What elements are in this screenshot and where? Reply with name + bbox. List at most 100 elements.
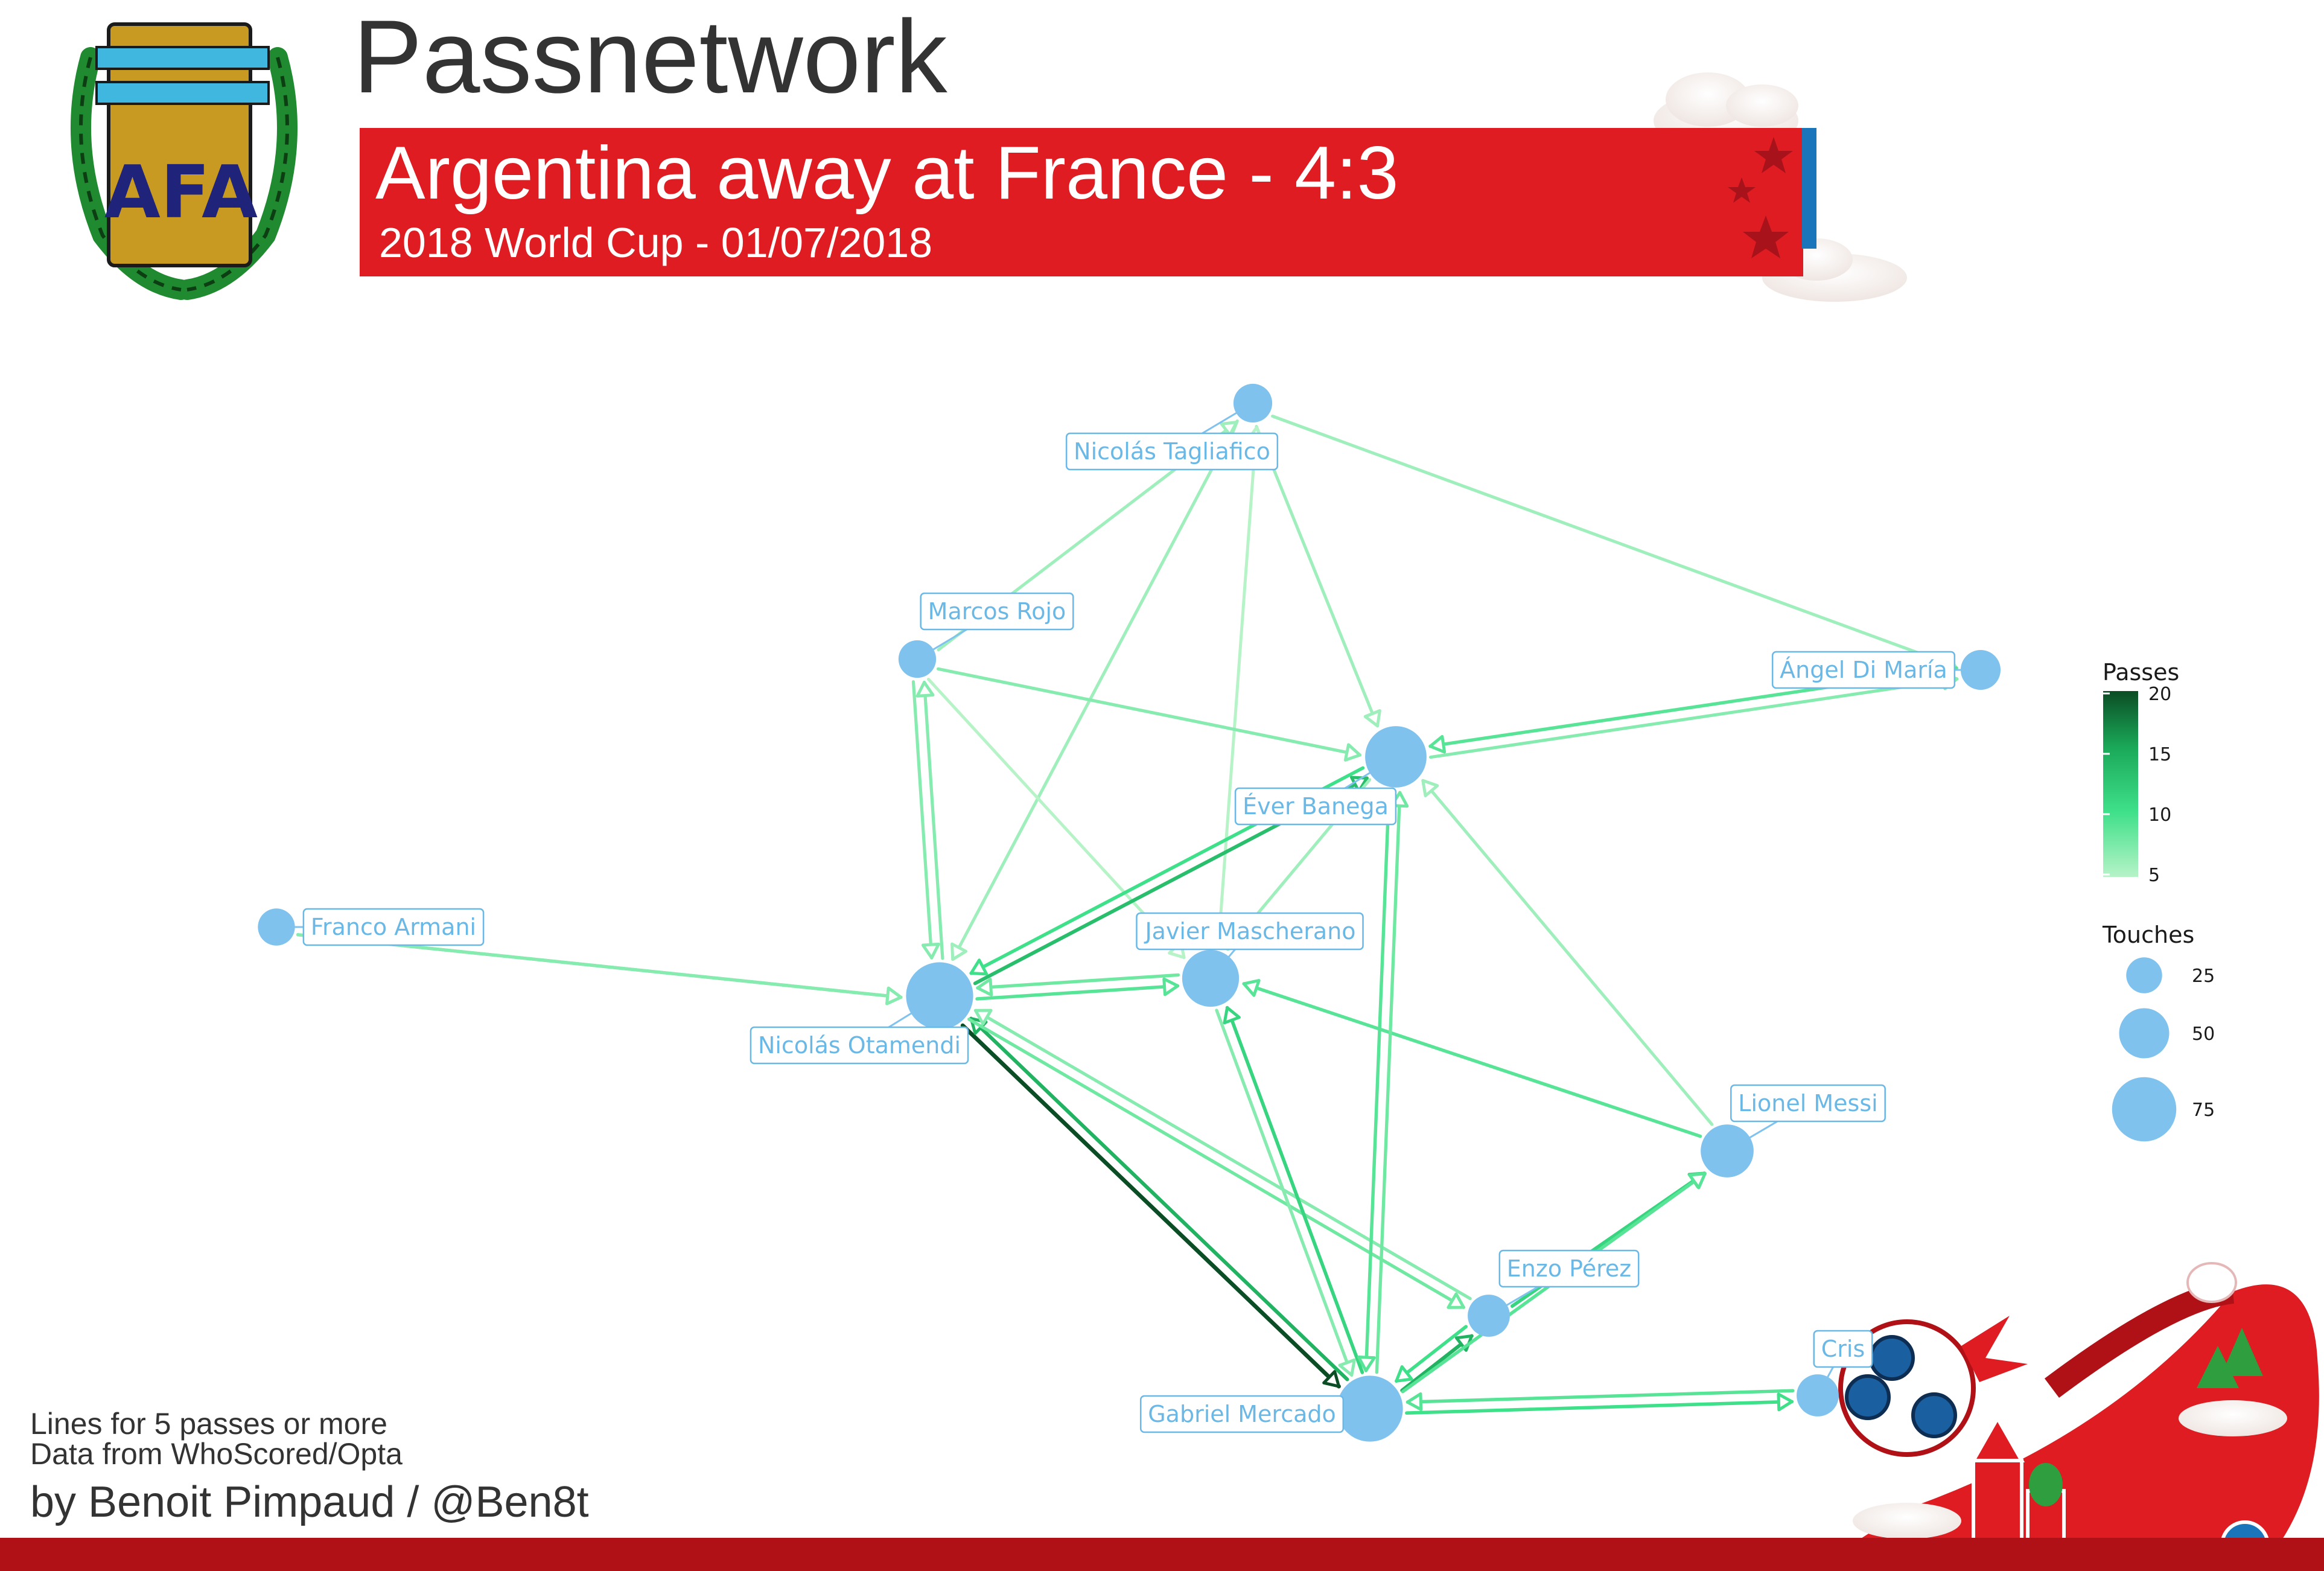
pass-edge-messi-to-banega bbox=[1421, 779, 1714, 1126]
afa-crest-logo: AFA bbox=[71, 22, 298, 300]
pass-edge-cristian-to-mercado bbox=[1406, 1389, 1795, 1411]
player-label-mercado: Gabriel Mercado bbox=[1139, 1395, 1345, 1433]
legend-touches-label: 50 bbox=[2192, 1024, 2215, 1045]
player-node-otamendi bbox=[906, 962, 973, 1030]
legend-touches-title: Touches bbox=[2102, 922, 2194, 948]
player-name-label: Franco Armani bbox=[311, 914, 476, 940]
player-label-box bbox=[1234, 787, 1397, 826]
pass-edge-mercado-to-perez bbox=[1400, 1334, 1474, 1392]
pass-edge-tagliafico-to-banega bbox=[1255, 425, 1381, 728]
player-name-label: Enzo Pérez bbox=[1507, 1255, 1631, 1282]
player-name-label: Ángel Di María bbox=[1780, 657, 1947, 683]
pass-edge-rojo-to-otamendi bbox=[911, 680, 940, 960]
player-name-label: Marcos Rojo bbox=[928, 598, 1066, 625]
pass-edge-otamendi-to-mascherano bbox=[975, 977, 1180, 1001]
player-name-label: Nicolás Tagliafico bbox=[1074, 438, 1270, 465]
pass-arrowhead bbox=[1357, 1356, 1376, 1372]
pass-arrowhead bbox=[915, 680, 935, 698]
pass-arrowhead bbox=[1688, 1172, 1707, 1190]
banner-stars-decoration bbox=[1728, 137, 1793, 258]
player-name-label: Gabriel Mercado bbox=[1148, 1401, 1336, 1427]
player-name-label: Cris bbox=[1821, 1336, 1865, 1362]
pass-edge-tagliafico-to-dimaria bbox=[1271, 415, 1957, 671]
pass-edges bbox=[296, 415, 1959, 1415]
legend-touches: Touches 25 50 75 bbox=[2102, 922, 2215, 1142]
pass-edge-perez-to-otamendi bbox=[973, 1009, 1472, 1301]
world-cup-decoration bbox=[1810, 1262, 2319, 1571]
footnote-threshold: Lines for 5 passes or more bbox=[30, 1407, 387, 1441]
player-label-box bbox=[920, 592, 1074, 631]
pass-edge-mercado-to-cristian bbox=[1405, 1392, 1794, 1415]
player-node-armani bbox=[258, 908, 295, 946]
pass-arrowhead bbox=[1343, 743, 1361, 762]
pass-edge-messi-to-mascherano bbox=[1242, 979, 1702, 1138]
pass-arrowhead bbox=[921, 942, 940, 960]
player-label-dimaria: Ángel Di María bbox=[1771, 651, 1956, 689]
player-node-dimaria bbox=[1960, 649, 2001, 690]
player-label-box bbox=[750, 1026, 969, 1065]
legend-touches-label: 25 bbox=[2192, 966, 2215, 987]
pass-arrowhead bbox=[969, 958, 988, 976]
player-label-cristian: Cris bbox=[1813, 1330, 1873, 1368]
player-label-rojo: Marcos Rojo bbox=[920, 592, 1074, 631]
pass-arrowhead bbox=[1777, 1392, 1794, 1412]
player-label-banega: Éver Banega bbox=[1234, 787, 1397, 826]
player-node-cristian bbox=[1797, 1374, 1839, 1416]
pass-edge-rojo-to-banega bbox=[936, 667, 1362, 762]
player-node-messi bbox=[1701, 1124, 1754, 1177]
player-node-banega bbox=[1365, 726, 1427, 788]
pass-arrowhead bbox=[1223, 1006, 1241, 1025]
player-label-box bbox=[1771, 651, 1956, 689]
pass-arrowhead bbox=[1242, 979, 1261, 997]
banner-blue-stripe bbox=[1802, 128, 1816, 249]
player-label-armani: Franco Armani bbox=[302, 908, 485, 946]
pass-arrowhead bbox=[1363, 709, 1381, 728]
legend-passes-tick-label: 10 bbox=[2148, 805, 2171, 826]
pass-arrowhead bbox=[1322, 1370, 1341, 1388]
pass-edge-perez-to-mercado bbox=[1395, 1325, 1468, 1383]
legend-passes-tick-label: 20 bbox=[2148, 684, 2171, 705]
player-name-label: Éver Banega bbox=[1243, 793, 1389, 820]
player-name-label: Nicolás Otamendi bbox=[758, 1032, 961, 1059]
pass-edge-mascherano-to-tagliafico bbox=[1217, 426, 1265, 949]
footer-bar bbox=[0, 1538, 2324, 1571]
player-node-perez bbox=[1468, 1295, 1510, 1337]
player-nodes bbox=[258, 383, 2001, 1442]
pass-arrowhead bbox=[1338, 1358, 1356, 1377]
player-name-label: Lionel Messi bbox=[1738, 1090, 1877, 1117]
legend-passes-title: Passes bbox=[2103, 659, 2179, 686]
pass-edge-otamendi-to-rojo bbox=[915, 680, 944, 960]
pass-edge-mascherano-to-mercado bbox=[1215, 1009, 1356, 1377]
player-label-box bbox=[1498, 1249, 1640, 1288]
page-title: Passnetwork bbox=[353, 0, 947, 115]
legend-passes-colorbar bbox=[2103, 691, 2138, 877]
player-label-box bbox=[1136, 912, 1364, 951]
player-label-messi: Lionel Messi bbox=[1730, 1084, 1886, 1123]
pass-edge-tagliafico-to-otamendi bbox=[950, 419, 1239, 961]
pass-edge-mercado-to-mascherano bbox=[1223, 1005, 1364, 1374]
author-credit: by Benoit Pimpaud / @Ben8t bbox=[30, 1478, 589, 1526]
legend-touches-circle bbox=[2119, 1008, 2170, 1059]
crest-text: AFA bbox=[104, 151, 258, 235]
player-label-box bbox=[1730, 1084, 1886, 1123]
pass-arrowhead bbox=[1421, 779, 1439, 797]
legend-touches-label: 75 bbox=[2192, 1100, 2215, 1121]
player-label-otamendi: Nicolás Otamendi bbox=[750, 1026, 969, 1065]
player-label-box bbox=[302, 908, 485, 946]
player-node-mascherano bbox=[1182, 949, 1240, 1007]
pass-arrowhead bbox=[976, 978, 993, 996]
player-label-mascherano: Javier Mascherano bbox=[1136, 912, 1364, 951]
subtitle-banner bbox=[360, 128, 1803, 276]
pass-arrowhead bbox=[950, 942, 968, 961]
player-node-tagliafico bbox=[1233, 383, 1273, 423]
player-label-box bbox=[1139, 1395, 1345, 1433]
player-label-perez: Enzo Pérez bbox=[1498, 1249, 1640, 1288]
player-label-tagliafico: Nicolás Tagliafico bbox=[1065, 432, 1279, 471]
subtitle: Argentina away at France - 4:3 bbox=[375, 132, 1399, 215]
legend-touches-circle bbox=[2126, 957, 2162, 993]
player-name-label: Javier Mascherano bbox=[1144, 918, 1355, 945]
legend-passes-tick-label: 15 bbox=[2148, 744, 2171, 765]
